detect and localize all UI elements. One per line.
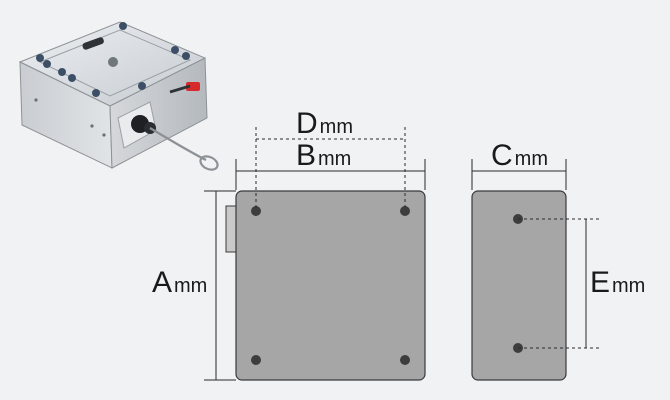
mount-hole <box>400 206 410 216</box>
front-panel <box>235 190 426 381</box>
dimension-e <box>518 218 600 349</box>
mount-hole <box>400 355 410 365</box>
side-panel <box>471 190 567 381</box>
mount-hole <box>251 355 261 365</box>
dimension-c <box>471 159 567 190</box>
dimension-a <box>204 190 236 381</box>
side-tab <box>225 205 237 253</box>
side-view <box>471 190 567 381</box>
mount-hole <box>251 206 261 216</box>
front-view <box>225 190 426 381</box>
dimension-b <box>235 159 426 190</box>
wire-rope-reel-box-icon <box>18 21 219 171</box>
dimension-d <box>255 127 406 211</box>
